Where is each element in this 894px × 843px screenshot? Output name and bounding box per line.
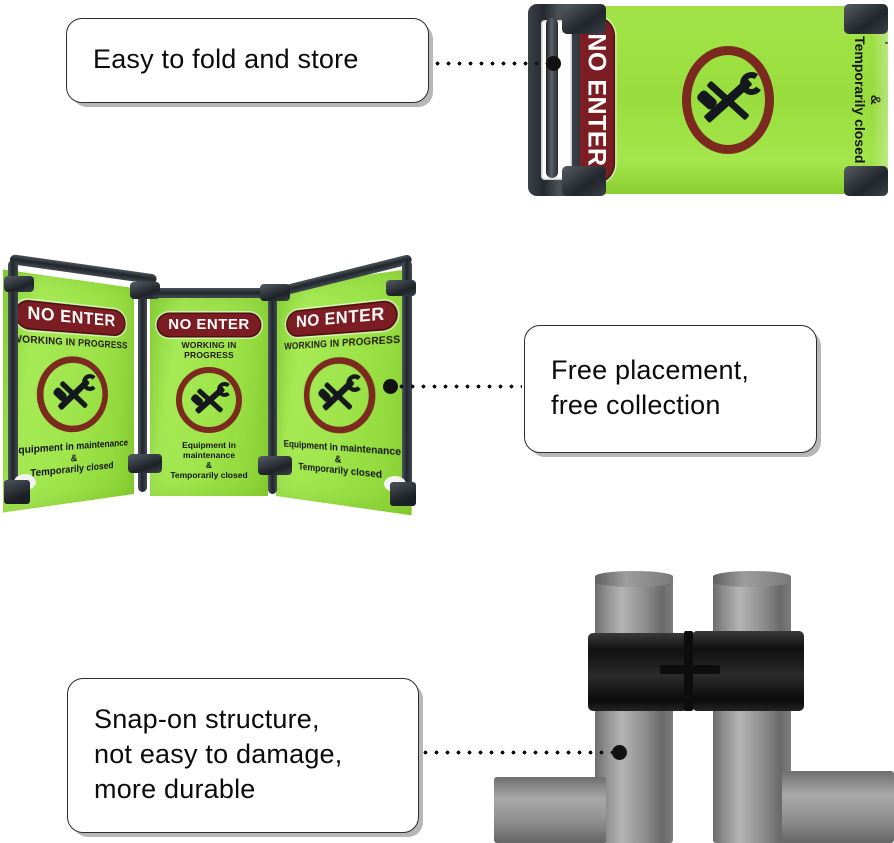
folded-frame-tube [546, 18, 558, 178]
barrier-post-far-left [8, 260, 18, 496]
foot-line-2: & [334, 453, 342, 465]
foot-line-2: & [70, 452, 78, 464]
callout-placement-text: Free placement, free collection [551, 354, 750, 420]
folded-corner-bracket [562, 166, 606, 196]
prohibition-tools-icon [176, 366, 242, 433]
barrier-corner-top-left [4, 276, 34, 292]
snap-connector-photo [452, 545, 894, 843]
callout-fold-text: Easy to fold and store [93, 43, 359, 74]
working-in-progress-text: WORKING IN PROGRESS [11, 332, 128, 351]
leader-dot-fold [546, 56, 561, 71]
connector-tee-arm-left [494, 777, 606, 843]
barrier-corner-top-right [386, 280, 416, 296]
folded-sign-panel: NO ENTER WORKING IN PROGRESS Equipment i… [580, 6, 888, 194]
no-enter-badge: NO ENTER [287, 301, 397, 337]
folded-barrier-photo: NO ENTER WORKING IN PROGRESS Equipment i… [528, 2, 892, 198]
connector-tube-left-cap [595, 571, 673, 587]
working-in-progress-text: WORKING IN PROGRESS [181, 339, 237, 360]
folded-sign-footer: Equipment in maintenance & Temporarily c… [851, 11, 888, 189]
barrier-hinge-top-right [260, 284, 290, 301]
callout-free-placement[interactable]: Free placement, free collection [524, 325, 817, 453]
working-in-progress-text: WORKING IN PROGRESS [284, 333, 401, 352]
prohibition-tools-icon [303, 355, 376, 436]
barrier-sign-footer: Equipment in maintenance & Temporarily c… [156, 440, 262, 480]
barrier-foot-right [390, 482, 416, 506]
barrier-post-far-right [402, 260, 412, 498]
leader-line-fold [432, 60, 546, 67]
foot-line-3: Temporarily closed [851, 36, 868, 164]
barrier-top-rail-middle [152, 288, 272, 298]
foot-line-1: Equipment in maintenance [11, 437, 129, 457]
no-enter-badge: NO ENTER [580, 17, 614, 183]
callout-snap-on-structure[interactable]: Snap-on structure, not easy to damage, m… [67, 678, 419, 833]
foot-line-3: Temporarily closed [30, 460, 114, 480]
foot-line-2: & [205, 460, 213, 470]
barrier-post-hinge-right [268, 288, 277, 494]
barrier-foot-left [4, 480, 30, 504]
folded-sign-content: NO ENTER WORKING IN PROGRESS Equipment i… [580, 6, 888, 194]
folded-corner-bracket [844, 166, 888, 196]
leader-line-placement [396, 383, 522, 390]
barrier-panel-middle: NO ENTER WORKING IN PROGRESS Equipment i… [150, 298, 268, 496]
barrier-sign-footer: Equipment in maintenance & Temporarily c… [284, 439, 401, 484]
folded-corner-bracket [562, 4, 606, 34]
connector-tee-arm-right [782, 771, 894, 843]
folded-corner-bracket [844, 4, 888, 34]
connector-tube-right-cap [713, 571, 791, 587]
no-enter-badge: NO ENTER [15, 300, 125, 336]
barrier-hinge-top-left [130, 282, 160, 299]
barrier-hinge-bottom-right [258, 456, 292, 475]
prohibition-tools-icon [36, 354, 108, 435]
barrier-post-hinge-left [138, 286, 147, 492]
three-panel-barrier-photo: NO ENTER WORKING IN PROGRESS Equipment i… [2, 246, 422, 524]
prohibition-tools-icon [681, 46, 774, 154]
foot-line-1: Equipment in maintenance [884, 10, 888, 190]
foot-line-1: Equipment in maintenance [283, 438, 402, 458]
leader-line-snap [398, 749, 612, 756]
callout-easy-to-fold[interactable]: Easy to fold and store [66, 18, 429, 103]
leader-dot-placement [383, 379, 398, 394]
no-enter-badge: NO ENTER [158, 313, 260, 336]
snap-clamp-seam [684, 631, 693, 711]
barrier-hinge-bottom-left [128, 454, 162, 473]
foot-line-3: Temporarily closed [170, 470, 248, 481]
foot-line-1: Equipment in maintenance [182, 439, 236, 460]
foot-line-2: & [867, 94, 884, 106]
callout-snap-text: Snap-on structure, not easy to damage, m… [94, 703, 343, 805]
leader-dot-snap [612, 745, 627, 760]
